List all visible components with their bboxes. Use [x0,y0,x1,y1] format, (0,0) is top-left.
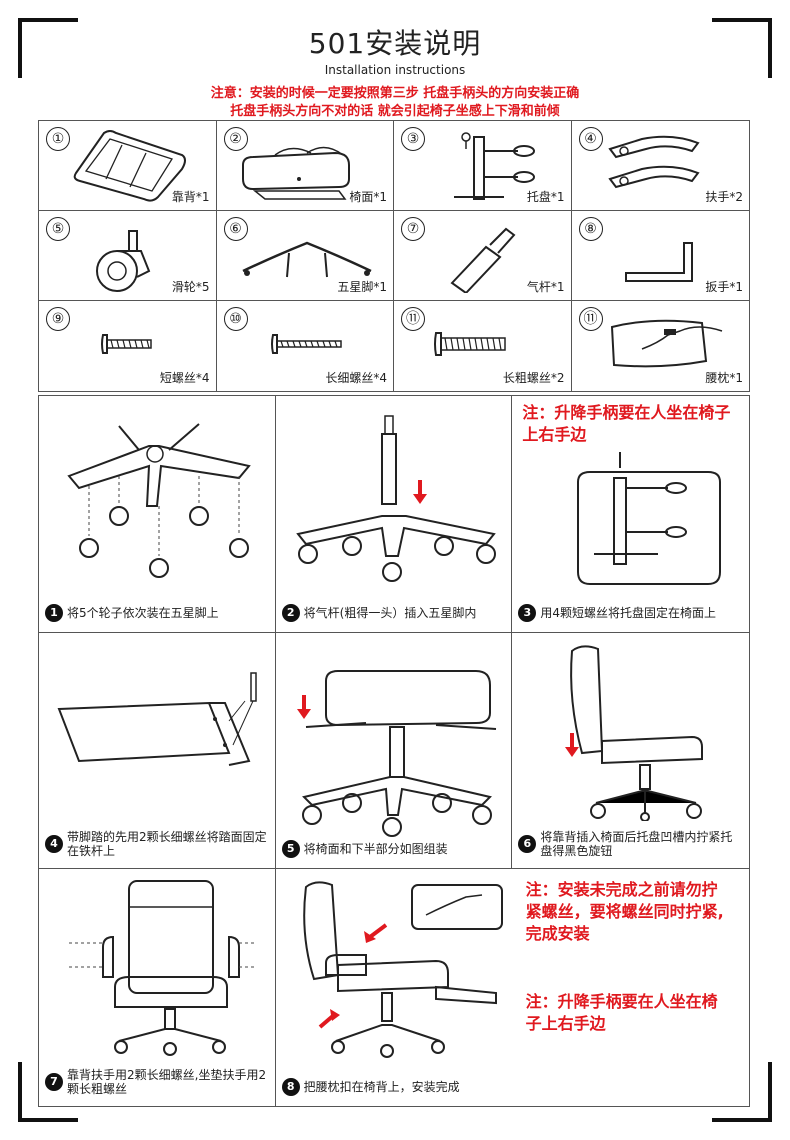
five-star-base-icon [237,231,377,281]
part-cell: ② 椅面*1 [217,121,395,211]
part-number: ⑪ [579,307,603,331]
part-label: 气杆*1 [527,278,565,295]
part-cell: ⑩ 长细螺丝*4 [217,301,395,391]
step-panel: 7 靠背扶手用2颗长细螺丝,坐垫扶手用2颗长粗螺丝 [39,869,276,1106]
part-cell: ⑪ 腰枕*1 [572,301,750,391]
step-caption: 6 将靠背插入椅面后托盘凹槽内拧紧托盘得黑色旋钮 [518,830,743,858]
step-text: 将椅面和下半部分如图组装 [304,842,448,856]
part-number: ④ [579,127,603,151]
step3-note: 注：升降手柄要在人坐在椅子上右手边 [522,402,737,446]
armrest-icon [602,127,722,199]
tray-to-seat-illustration [568,452,748,592]
part-cell: ③ 托盘*1 [394,121,572,211]
assembly-steps: 1 将5个轮子依次装在五星脚上 2 将气杆(粗得一头）插入五星脚内 注：升降手柄… [38,395,750,1107]
part-number: ⑦ [401,217,425,241]
corner-mark-bl-h [18,1118,78,1122]
final-note-1: 注：安装未完成之前请勿拧紧螺丝，要将螺丝同时拧紧,完成安装 [526,879,726,945]
step-text: 将气杆(粗得一头）插入五星脚内 [304,606,477,620]
step-panel: 2 将气杆(粗得一头）插入五星脚内 [276,396,513,633]
step-number-badge: 1 [45,604,63,622]
part-number: ⑩ [224,307,248,331]
cylinder-into-base-illustration [286,406,506,586]
part-label: 椅面*1 [349,188,387,205]
step-caption: 3 用4颗短螺丝将托盘固定在椅面上 [518,604,743,622]
corner-mark-br-v [768,1062,772,1122]
notice-line-2: 托盘手柄头方向不对的话 就会引起椅子坐感上下滑和前倾 [0,100,790,119]
step-text: 带脚踏的先用2颗长细螺丝将踏面固定在铁杆上 [67,830,269,858]
notice-line-1: 注意：安装的时候一定要按照第三步 托盘手柄头的方向安装正确 [0,82,790,101]
step-number-badge: 5 [282,840,300,858]
corner-mark-bl-v [18,1062,22,1122]
step-panel: 5 将椅面和下半部分如图组装 [276,633,513,870]
seat-icon [235,135,365,205]
part-label: 靠背*1 [172,188,210,205]
step-caption: 4 带脚踏的先用2颗长细螺丝将踏面固定在铁杆上 [45,830,269,858]
lumbar-pillow-icon [602,309,742,373]
long-thick-screw-icon [432,327,512,361]
part-label: 五星脚*1 [337,278,387,295]
part-cell: ① 靠背*1 [39,121,217,211]
corner-mark-br-h [712,1118,772,1122]
armrest-screws-illustration [59,877,259,1057]
part-cell: ④ 扶手*2 [572,121,750,211]
part-label: 扶手*2 [705,188,743,205]
step-panel: 注：升降手柄要在人坐在椅子上右手边 3 用4颗短螺丝将托盘固定在椅面上 [512,396,749,633]
part-cell: ⑦ 气杆*1 [394,211,572,301]
caster-wheel-icon [89,223,169,295]
step-caption: 5 将椅面和下半部分如图组装 [282,840,506,858]
gas-cylinder-icon [434,223,534,293]
allen-wrench-icon [620,235,710,285]
part-cell: ⑤ 滑轮*5 [39,211,217,301]
step-text: 把腰枕扣在椅背上，安装完成 [304,1080,460,1094]
final-note-2: 注：升降手柄要在人坐在椅子上右手边 [526,991,726,1035]
part-label: 滑轮*5 [172,278,210,295]
step-panel: 1 将5个轮子依次装在五星脚上 [39,396,276,633]
backrest-insert-illustration [542,641,732,821]
part-number: ⑪ [401,307,425,331]
part-cell: ⑧ 扳手*1 [572,211,750,301]
step-number-badge: 2 [282,604,300,622]
short-screw-icon [99,329,159,359]
page-subtitle: Installation instructions [0,63,790,77]
final-assembly-illustration [286,875,516,1065]
part-number: ⑤ [46,217,70,241]
part-label: 短螺丝*4 [160,369,210,386]
step-text: 将5个轮子依次装在五星脚上 [67,606,219,620]
step-panel: 注：安装未完成之前请勿拧紧螺丝，要将螺丝同时拧紧,完成安装 注：升降手柄要在人坐… [276,869,749,1106]
part-number: ⑧ [579,217,603,241]
part-label: 长粗螺丝*2 [503,369,565,386]
part-cell: ⑨ 短螺丝*4 [39,301,217,391]
page-title: 501安装说明 [0,22,790,62]
seat-onto-base-illustration [286,659,506,839]
part-label: 腰枕*1 [705,369,743,386]
step-text: 将靠背插入椅面后托盘凹槽内拧紧托盘得黑色旋钮 [540,830,743,858]
wheels-to-base-illustration [49,406,269,586]
step-text: 靠背扶手用2颗长细螺丝,坐垫扶手用2颗长粗螺丝 [67,1068,269,1096]
part-label: 扳手*1 [705,278,743,295]
step-caption: 7 靠背扶手用2颗长细螺丝,坐垫扶手用2颗长粗螺丝 [45,1068,269,1096]
part-cell: ⑥ 五星脚*1 [217,211,395,301]
step-number-badge: 7 [45,1073,63,1091]
step-number-badge: 6 [518,835,536,853]
parts-list: ① 靠背*1 ② 椅面*1 ③ 托盘*1 [38,120,750,392]
step-number-badge: 3 [518,604,536,622]
part-number: ⑨ [46,307,70,331]
step-panel: 4 带脚踏的先用2颗长细螺丝将踏面固定在铁杆上 [39,633,276,870]
footrest-screws-illustration [49,653,269,813]
part-label: 长细螺丝*4 [325,369,387,386]
step-caption: 8 把腰枕扣在椅背上，安装完成 [282,1078,743,1096]
step-number-badge: 8 [282,1078,300,1096]
step-text: 用4颗短螺丝将托盘固定在椅面上 [540,606,716,620]
step-caption: 2 将气杆(粗得一头）插入五星脚内 [282,604,506,622]
part-label: 托盘*1 [527,188,565,205]
step-number-badge: 4 [45,835,63,853]
part-cell: ⑪ 长粗螺丝*2 [394,301,572,391]
part-number: ③ [401,127,425,151]
long-thin-screw-icon [269,329,349,359]
step-caption: 1 将5个轮子依次装在五星脚上 [45,604,269,622]
step-panel: 6 将靠背插入椅面后托盘凹槽内拧紧托盘得黑色旋钮 [512,633,749,870]
